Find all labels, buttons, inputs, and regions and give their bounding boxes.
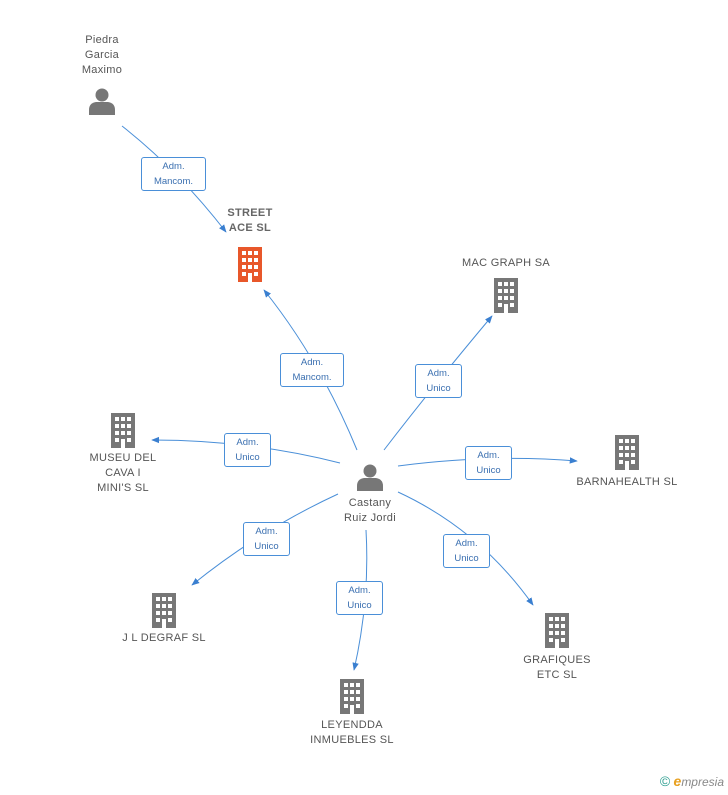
edge-label-castany-grafiques[interactable]: Adm. Unico xyxy=(443,534,490,568)
edge-label-castany-leyendda[interactable]: Adm. Unico xyxy=(336,581,383,615)
node-label: STREET ACE SL xyxy=(227,207,273,234)
edge-label-castany-jldegraf[interactable]: Adm. Unico xyxy=(243,522,290,556)
building-icon xyxy=(545,613,569,648)
building-icon xyxy=(340,679,364,714)
building-icon xyxy=(152,593,176,628)
node-label: Castany Ruiz Jordi xyxy=(344,497,396,524)
node-street[interactable]: STREET ACE SL xyxy=(210,206,290,282)
node-museu[interactable]: MUSEU DEL CAVA I MINI'S SL xyxy=(78,412,168,496)
building-icon xyxy=(494,278,518,313)
edge-label-castany-museu[interactable]: Adm. Unico xyxy=(224,433,271,467)
edge-label-castany-barna[interactable]: Adm. Unico xyxy=(465,446,512,480)
edge-label-piedra-street[interactable]: Adm. Mancom. xyxy=(141,157,206,191)
node-label: LEYENDDA INMUEBLES SL xyxy=(310,719,394,746)
empresia-logo-text: mpresia xyxy=(681,775,724,789)
edge-label-castany-street[interactable]: Adm. Mancom. xyxy=(280,353,344,387)
node-label: J L DEGRAF SL xyxy=(122,632,206,644)
node-label: MAC GRAPH SA xyxy=(462,257,550,269)
node-barna[interactable]: BARNAHEALTH SL xyxy=(568,434,686,490)
edge-label-castany-macgraph[interactable]: Adm. Unico xyxy=(415,364,462,398)
empresia-logo-e: e xyxy=(673,773,682,789)
node-grafiques[interactable]: GRAFIQUES ETC SL xyxy=(512,612,602,683)
node-label: Piedra Garcia Maximo xyxy=(81,34,123,76)
node-label: BARNAHEALTH SL xyxy=(576,476,678,488)
node-leyendda[interactable]: LEYENDDA INMUEBLES SL xyxy=(300,678,404,748)
node-label: MUSEU DEL CAVA I MINI'S SL xyxy=(89,452,157,494)
node-castany[interactable]: Castany Ruiz Jordi xyxy=(332,462,408,526)
node-jldegraf[interactable]: J L DEGRAF SL xyxy=(104,592,224,646)
person-icon xyxy=(89,88,115,115)
building-icon xyxy=(238,247,262,282)
copyright-symbol: © xyxy=(659,773,671,789)
empresia-watermark: © empresia xyxy=(660,773,724,789)
building-icon xyxy=(615,435,639,470)
node-piedra[interactable]: Piedra Garcia Maximo xyxy=(62,33,142,116)
node-macgraph[interactable]: MAC GRAPH SA xyxy=(450,256,562,313)
building-icon xyxy=(111,413,135,448)
node-label: GRAFIQUES ETC SL xyxy=(523,654,591,681)
person-icon xyxy=(357,464,383,491)
